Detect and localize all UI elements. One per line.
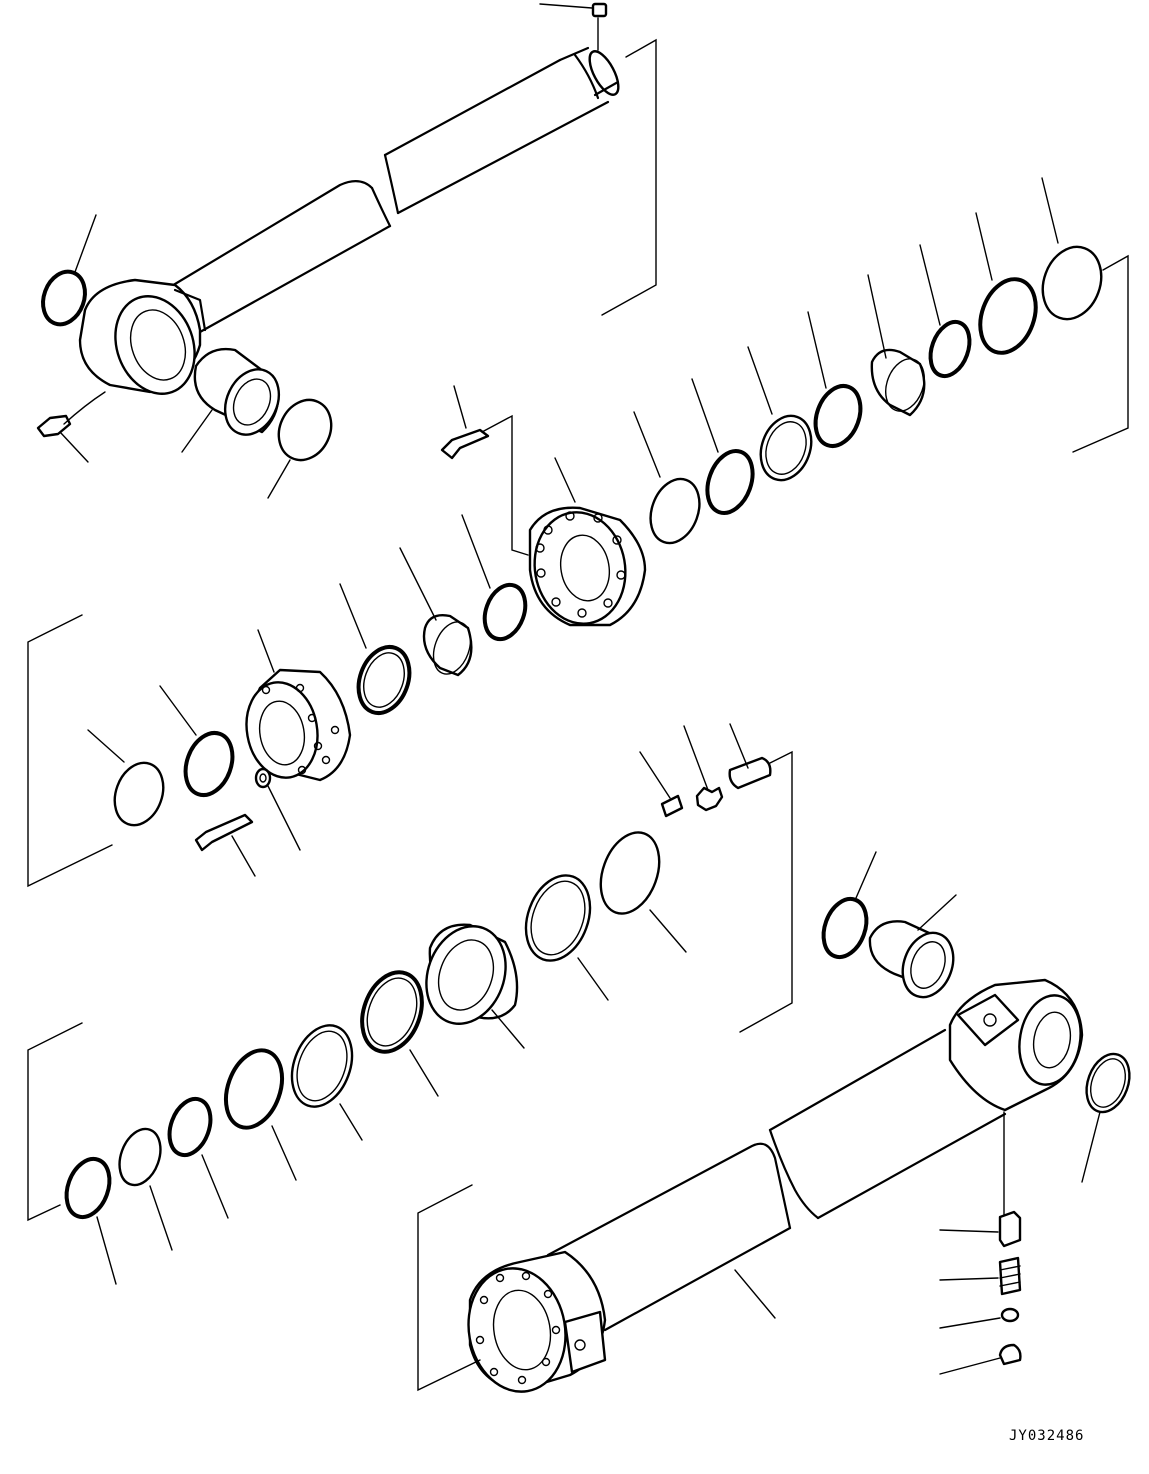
bottom-end-ring (1079, 1048, 1137, 1118)
piston-set-screw (640, 752, 682, 816)
piston-backup-ring (216, 1043, 292, 1136)
bracket-left-lower (28, 1023, 82, 1220)
flange-washer (256, 769, 300, 850)
wear-ring-large (590, 824, 669, 921)
backup-ring (971, 271, 1046, 360)
flange-o-ring (106, 756, 171, 832)
cylinder-tube (459, 980, 1087, 1399)
head-flange (239, 630, 350, 783)
head-snap-ring (478, 579, 533, 645)
bracket-head-bolt (482, 416, 528, 555)
piston-wear-ring (281, 1017, 362, 1140)
bracket-right-ring-series (1073, 256, 1128, 452)
bottom-bushing (870, 895, 962, 1004)
piston-snap-ring (162, 1093, 218, 1160)
piston-lock-washer (684, 726, 722, 810)
piston (413, 915, 524, 1048)
flange-bolt (196, 815, 255, 876)
rod-seal (699, 445, 760, 520)
dust-seal (868, 275, 931, 417)
rod-end-snap-ring (36, 266, 92, 330)
head-bolt-upper (442, 386, 488, 458)
bracket-left-middle (28, 615, 112, 886)
flange-backup-ring (177, 726, 240, 801)
piston-pin (730, 724, 771, 788)
bracket-tube (418, 1185, 480, 1390)
rod-end-bushing (182, 349, 289, 452)
bracket-piston-parts (740, 752, 792, 1032)
rod-packing (808, 380, 869, 453)
o-ring-head (642, 472, 708, 550)
bracket-upper-right (602, 40, 656, 315)
head-bushing (400, 548, 477, 679)
check-valve-parts (940, 1112, 1020, 1374)
rod-top-grease-fitting (540, 4, 606, 50)
piston-rod (80, 47, 624, 405)
buffer-ring (748, 347, 820, 487)
cylinder-head (526, 458, 645, 631)
o-ring-large (1033, 239, 1111, 328)
head-packing (340, 584, 418, 720)
piston-o-ring (112, 1123, 168, 1190)
piston-ring (352, 964, 438, 1096)
seal-kit-rings-upper (634, 178, 1111, 550)
slipper-seal (515, 866, 601, 969)
rod-grease-nipple (38, 392, 105, 462)
bushing-seal-ring (269, 391, 341, 468)
bottom-snap-ring (816, 893, 874, 963)
snap-ring (924, 317, 977, 382)
piston-end-ring (59, 1153, 117, 1223)
drawing-reference-code: JY032486 (1009, 1428, 1085, 1444)
